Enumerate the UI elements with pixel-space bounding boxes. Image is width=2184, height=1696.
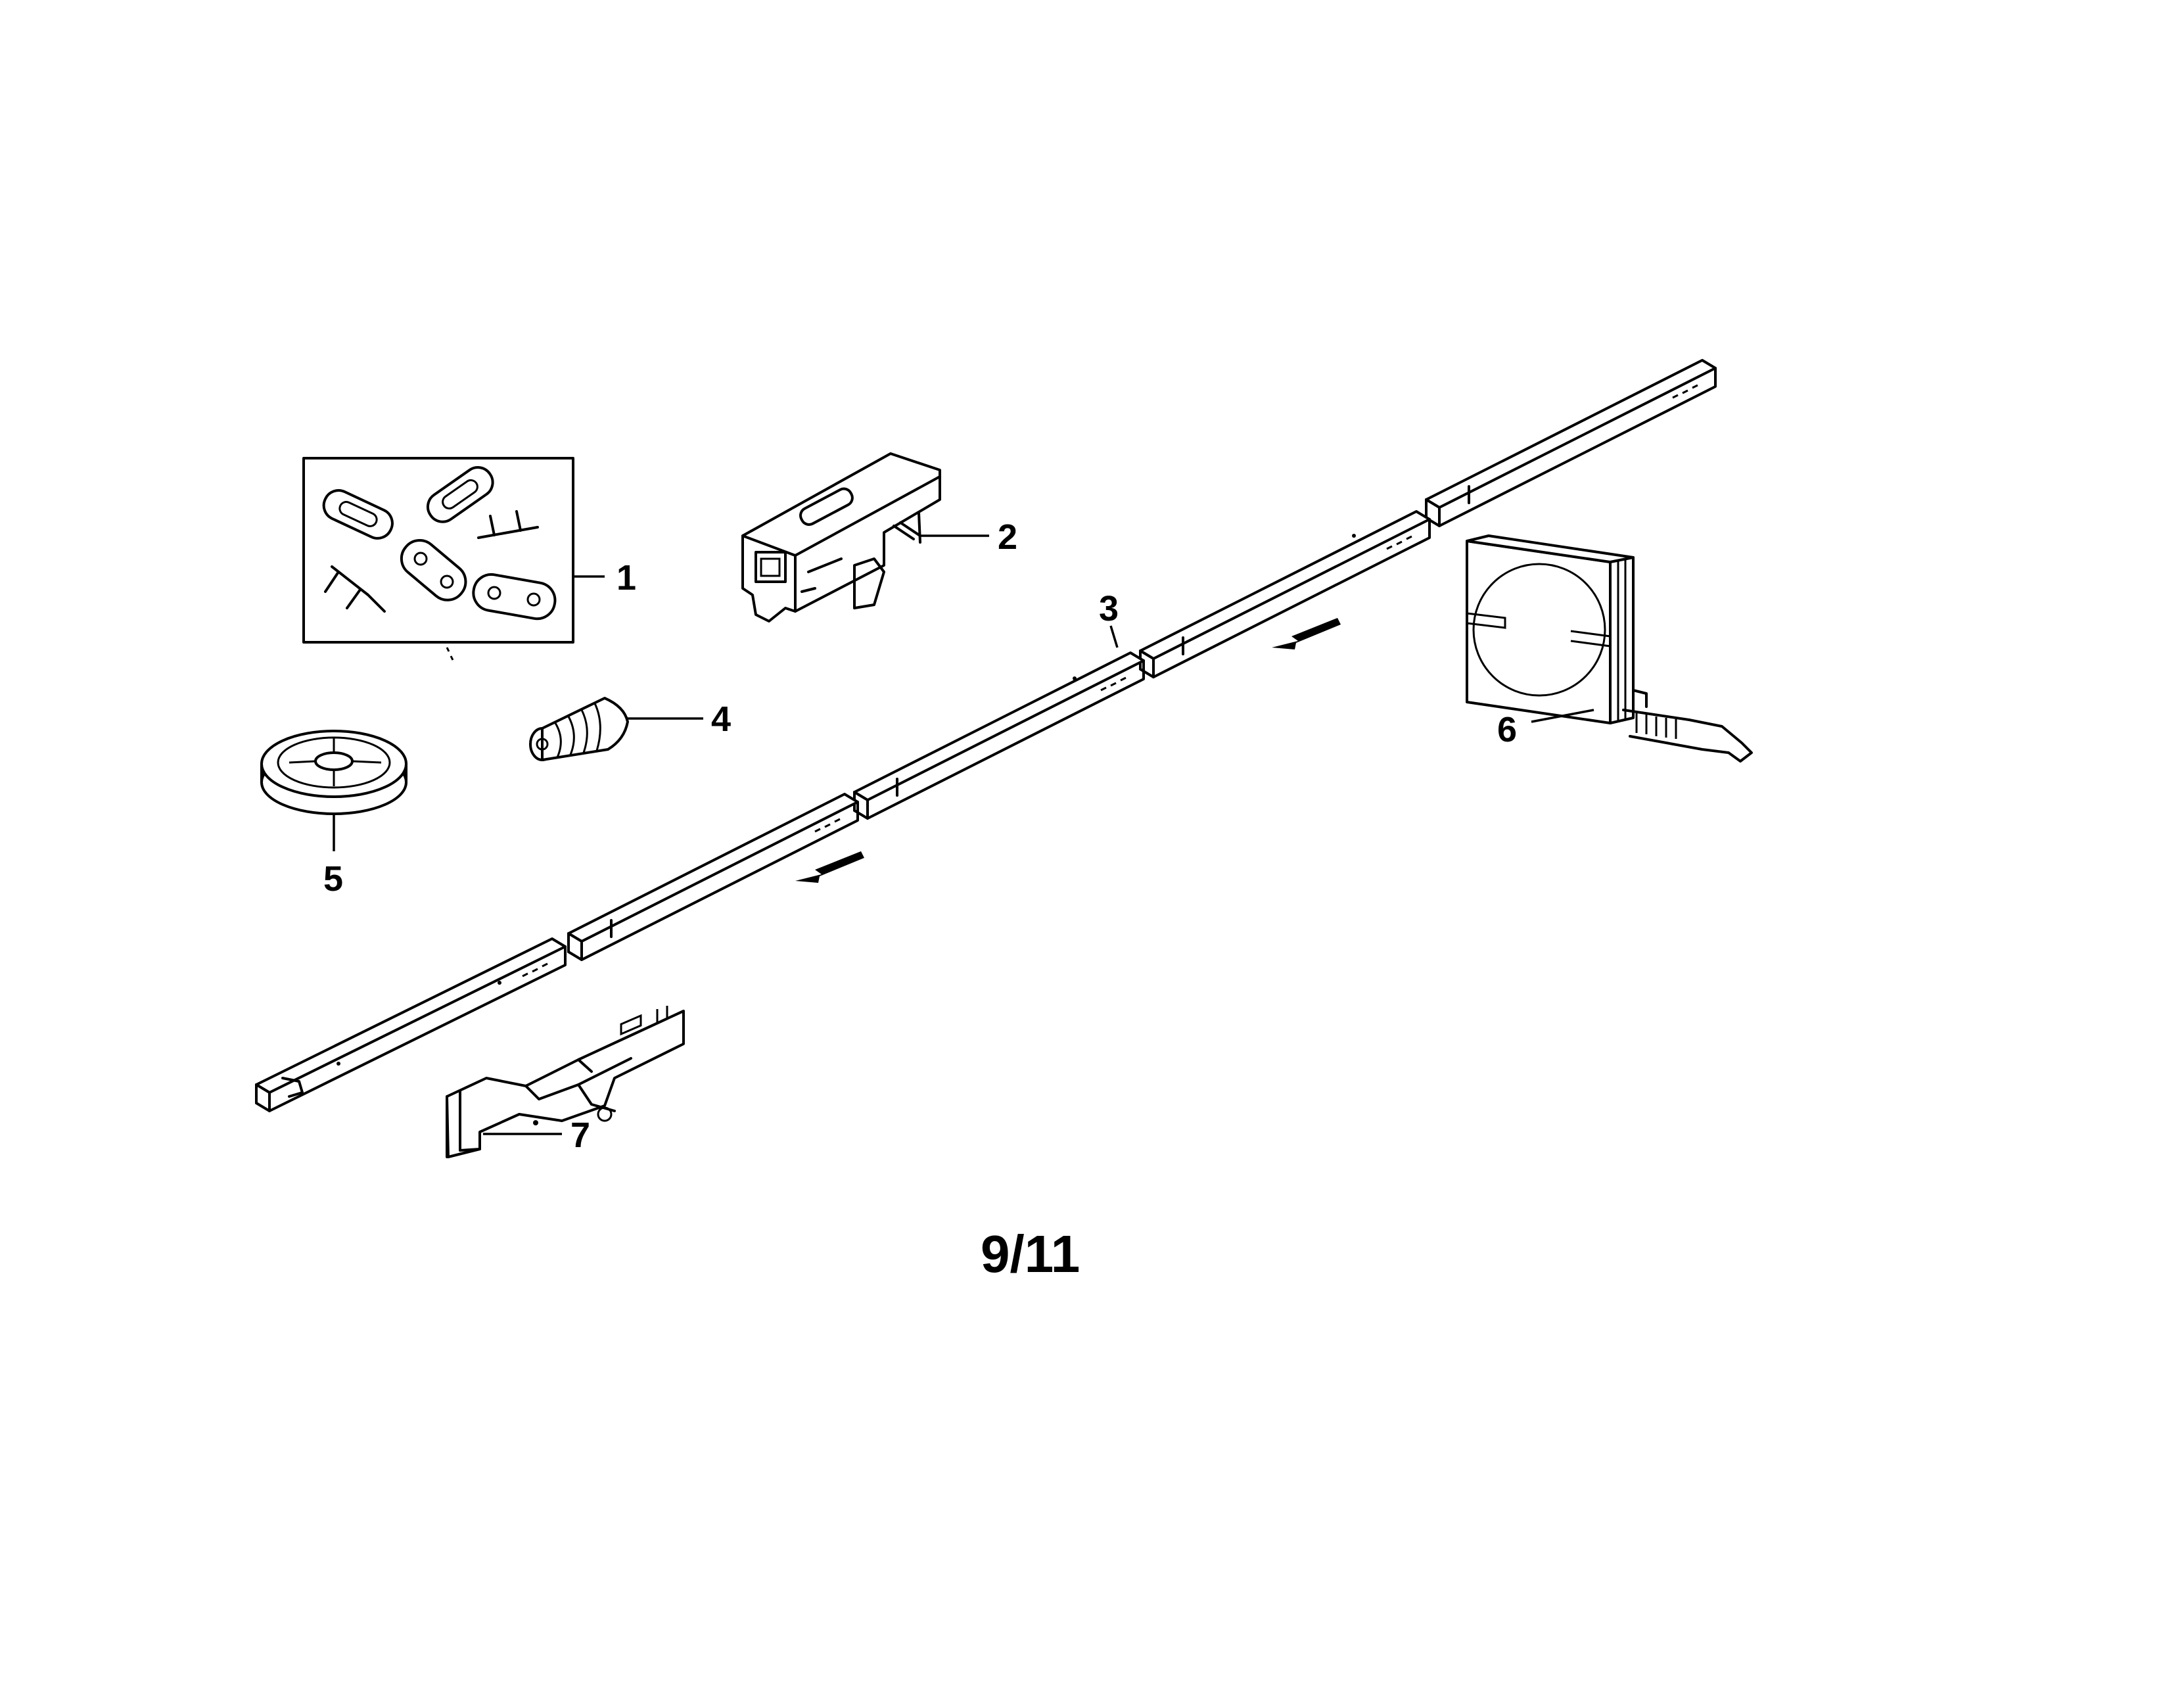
part-1-chain-link-kit: [302, 457, 574, 661]
callout-2: 2: [998, 517, 1017, 557]
part-2-trolley: [741, 452, 941, 623]
callout-7: 7: [570, 1116, 590, 1155]
page-number: 9/11: [981, 1225, 1080, 1283]
callout-1: 1: [616, 558, 636, 598]
leader-lines: [333, 534, 1594, 1135]
part-4-spring: [529, 697, 629, 761]
callout-4: 4: [711, 699, 731, 739]
part-5-pulley: [260, 730, 407, 815]
callout-5: 5: [323, 859, 343, 899]
part-6-chain-box: [1466, 534, 1753, 763]
part-3-rail: [255, 359, 1717, 1112]
callout-6: 6: [1497, 710, 1517, 749]
part-7-bracket: [446, 1006, 685, 1158]
callout-3: 3: [1099, 589, 1119, 628]
callouts: 1 2 3 4 5 6 7: [323, 517, 1517, 1155]
